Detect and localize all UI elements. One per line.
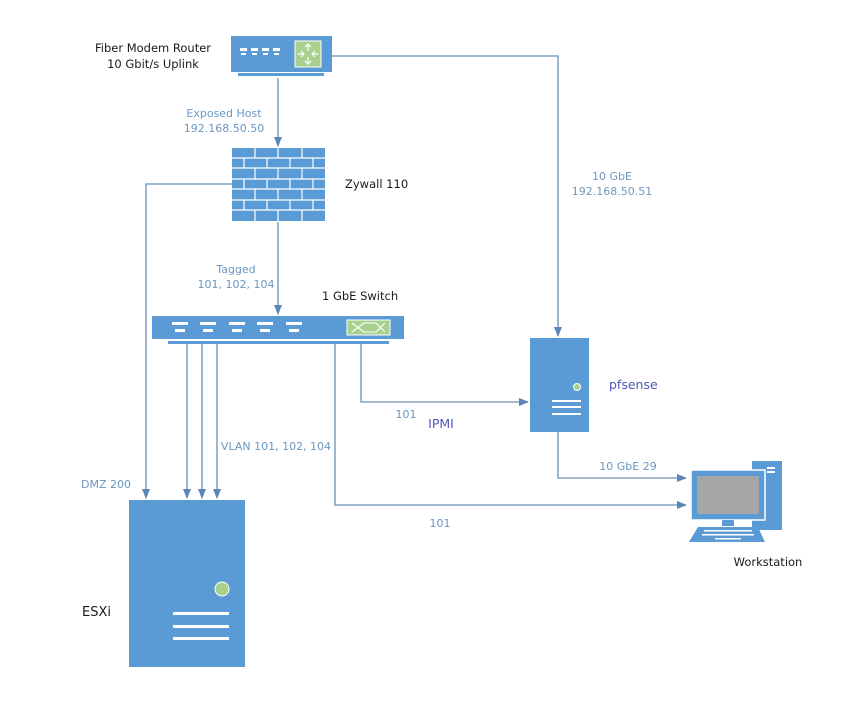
ipmi-vlan-label: 101 <box>396 408 417 421</box>
switch-body <box>152 316 404 339</box>
router-ports-icon <box>240 48 280 55</box>
firewall-label: Zywall 110 <box>345 177 408 191</box>
tagged-label: Tagged <box>215 263 255 276</box>
firewall-brick-icon <box>232 148 325 221</box>
switch-workstation-label: 101 <box>430 517 451 530</box>
router-base <box>238 73 324 76</box>
pfsense-uplink-label: 10 GbE <box>592 170 632 183</box>
pfsense-power-led-icon <box>573 383 581 391</box>
connections <box>142 55 687 509</box>
switch-ports-icon <box>172 322 302 332</box>
wire-firewall-esxi <box>142 183 232 499</box>
exposed-host-label: Exposed Host <box>186 107 262 120</box>
wire-pfsense-workstation <box>557 432 687 482</box>
esxi-power-led-icon <box>214 581 230 597</box>
esxi-label: ESXi <box>82 605 111 620</box>
switch-crossover-icon <box>346 319 391 336</box>
router-device[interactable] <box>231 36 332 76</box>
ipmi-label: IPMI <box>428 416 454 431</box>
vlan-esxi-label: VLAN 101, 102, 104 <box>221 440 331 453</box>
esxi-body <box>129 500 245 667</box>
dmz-label: DMZ 200 <box>81 478 131 491</box>
pfsense-server[interactable] <box>530 338 589 432</box>
esxi-drive-bays-icon <box>173 612 229 640</box>
switch-label: 1 GbE Switch <box>322 289 398 303</box>
wire-router-pfsense <box>332 55 562 337</box>
firewall-device[interactable] <box>232 148 325 221</box>
workstation-screen <box>697 476 759 514</box>
wire-switch-pfsense <box>360 342 529 406</box>
router-label-line2: 10 Gbit/s Uplink <box>107 57 199 71</box>
exposed-host-ip: 192.168.50.50 <box>184 122 264 135</box>
esxi-server[interactable] <box>129 500 245 667</box>
wire-switch-workstation <box>334 342 687 509</box>
workstation-label: Workstation <box>734 555 803 569</box>
switch-device[interactable] <box>152 316 404 344</box>
pfsense-label: pfsense <box>609 377 658 392</box>
switch-base <box>168 341 389 344</box>
router-label-line1: Fiber Modem Router <box>95 41 211 55</box>
pfsense-drive-bays-icon <box>552 400 581 415</box>
pfsense-uplink-ip: 192.168.50.51 <box>572 185 652 198</box>
pfsense-workstation-label: 10 GbE 29 <box>599 460 656 473</box>
workstation-device[interactable] <box>689 461 782 542</box>
tagged-vlans: 101, 102, 104 <box>198 278 275 291</box>
